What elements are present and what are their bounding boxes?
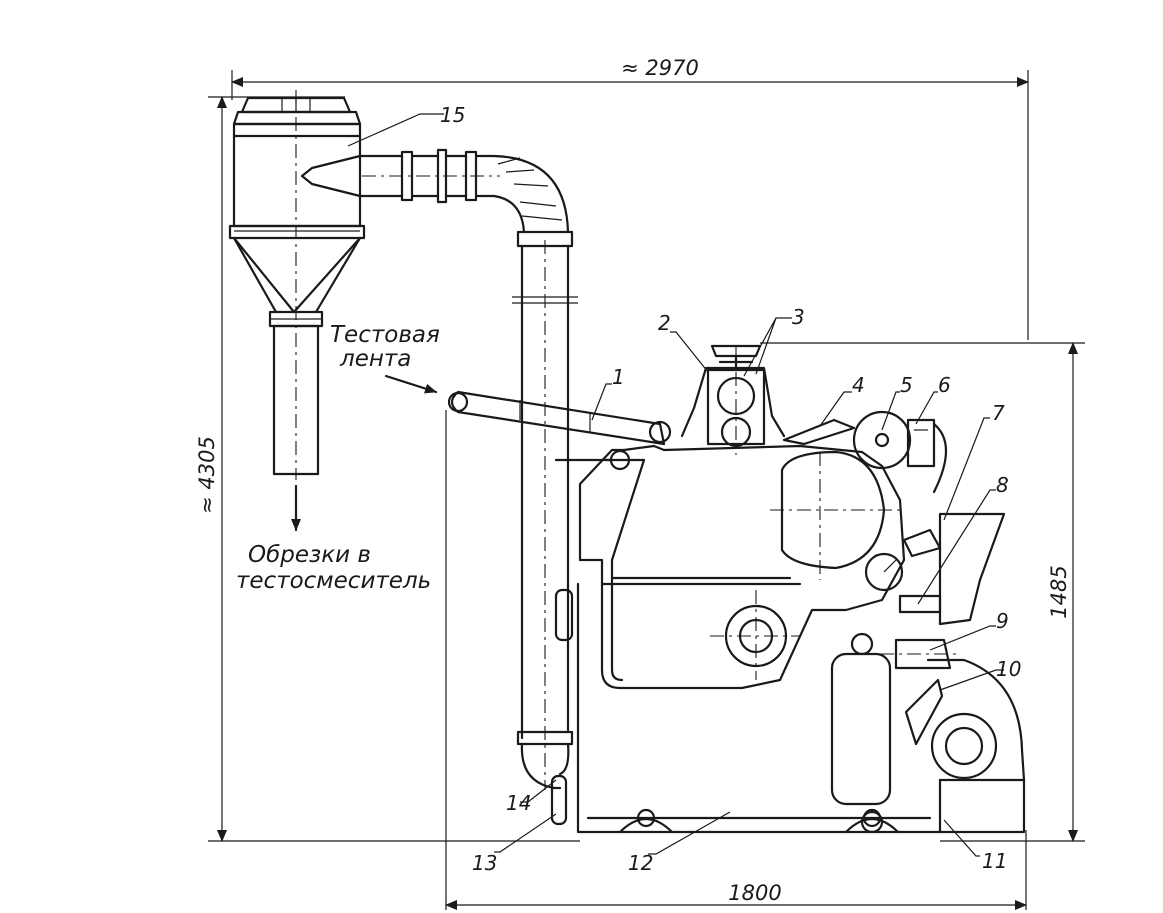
callout-2: 2: [658, 311, 671, 335]
dimension-overall-width: ≈ 2970: [231, 56, 1029, 340]
feed-tray: [447, 390, 672, 446]
callout-leaders: [347, 113, 1004, 857]
dough-strip-label-1: Тестовая: [330, 322, 440, 348]
scraps-label-2: тестосмеситель: [236, 568, 431, 594]
cyclone-separator: [228, 90, 366, 480]
callout-6: 6: [938, 373, 951, 397]
callout-1: 1: [612, 365, 625, 389]
callout-11: 11: [982, 849, 1007, 873]
callout-10: 10: [996, 657, 1021, 681]
overall-height-value: ≈ 4305: [195, 436, 219, 514]
callout-5: 5: [900, 373, 913, 397]
callout-9: 9: [996, 609, 1009, 633]
callout-7: 7: [992, 401, 1005, 425]
dimension-base-width: 1800: [445, 410, 1027, 910]
callout-12: 12: [628, 851, 653, 875]
callout-13: 13: [472, 851, 497, 875]
base-width-value: 1800: [728, 881, 781, 905]
callout-4: 4: [852, 373, 865, 397]
machine-height-value: 1485: [1047, 565, 1071, 618]
dough-strip-arrow: [384, 374, 438, 394]
callout-15: 15: [440, 103, 465, 127]
callout-3: 3: [792, 305, 805, 329]
callout-14: 14: [506, 791, 531, 815]
dimension-machine-height: 1485: [760, 342, 1085, 842]
callout-8: 8: [996, 473, 1009, 497]
dough-strip-label-2: лента: [339, 346, 411, 372]
air-duct: [358, 148, 578, 790]
machine-body: [550, 410, 1026, 834]
dimension-overall-height: ≈ 4305: [195, 96, 580, 842]
overall-width-value: ≈ 2970: [621, 56, 699, 80]
scraps-label-1: Обрезки в: [248, 542, 371, 568]
roller-housing: [680, 344, 786, 455]
